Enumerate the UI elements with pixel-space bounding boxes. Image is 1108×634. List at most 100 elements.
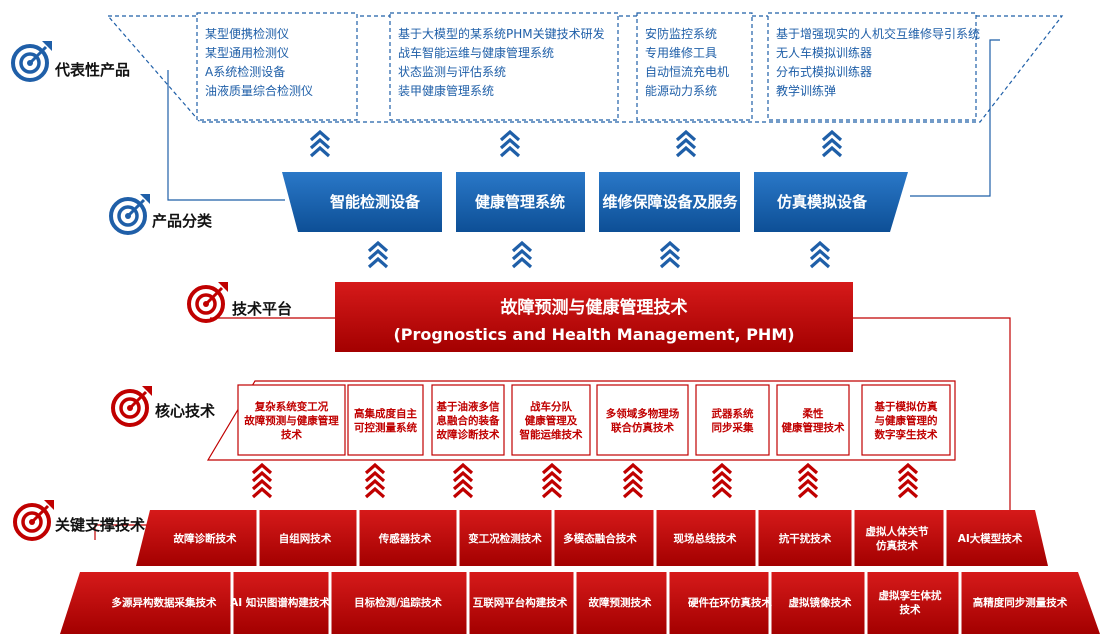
core-tech-label: 柔性 xyxy=(802,407,824,420)
category-label: 仿真模拟设备 xyxy=(777,193,868,211)
core-tech-label: 高集成度自主 xyxy=(354,407,417,420)
target-icon xyxy=(13,503,51,541)
core-tech-box xyxy=(511,384,591,456)
support-tech-label: 抗干扰技术 xyxy=(779,532,832,545)
up-arrow-icon xyxy=(452,486,474,499)
up-arrow-icon xyxy=(452,470,474,483)
support-tech-label: 虚拟镜像技术 xyxy=(789,596,852,609)
up-arrow-icon xyxy=(511,248,533,261)
core-tech-boxes: 复杂系统变工况故障预测与健康管理技术高集成度自主可控测量系统基于油液多信息融合的… xyxy=(237,384,951,456)
support-tech-label: 自组网技术 xyxy=(279,532,332,545)
core-tech-label: 联合仿真技术 xyxy=(611,421,674,434)
support-tech-label: 虚拟孪生体扰 xyxy=(879,589,942,602)
support-tech-label: 传感器技术 xyxy=(378,532,432,545)
up-arrow-icon xyxy=(309,129,331,142)
up-arrow-icon xyxy=(675,145,697,158)
core-tech-label: 战车分队 xyxy=(530,400,572,413)
core-tech-box xyxy=(695,384,770,456)
up-arrow-icon xyxy=(797,470,819,483)
up-arrow-icon xyxy=(821,145,843,158)
support-row2-band xyxy=(60,572,1100,634)
product-item: 分布式模拟训练器 xyxy=(776,64,872,79)
support-row1: 故障诊断技术自组网技术传感器技术变工况检测技术多模态融合技术现场总线技术抗干扰技… xyxy=(174,510,1023,566)
product-item: 教学训练弹 xyxy=(776,83,836,98)
product-item: 战车智能运维与健康管理系统 xyxy=(398,45,554,60)
core-tech-label: 基于模拟仿真 xyxy=(874,400,938,413)
up-arrow-icon xyxy=(897,478,919,491)
core-tech-label: 基于油液多信 xyxy=(436,400,500,413)
up-arrow-icon xyxy=(659,240,681,253)
up-arrow-icon xyxy=(499,145,521,158)
core-tech-label: 复杂系统变工况 xyxy=(254,400,329,413)
up-arrow-icon xyxy=(364,478,386,491)
product-item: 油液质量综合检测仪 xyxy=(205,83,313,98)
product-item: A系统检测设备 xyxy=(205,64,285,79)
core-tech-label: 健康管理技术 xyxy=(782,421,845,434)
core-tech-label: 同步采集 xyxy=(712,421,754,434)
product-box xyxy=(636,12,753,121)
up-arrow-icon xyxy=(367,240,389,253)
up-arrow-icon xyxy=(309,137,331,150)
product-item: 基于大模型的某系统PHM关键技术研发 xyxy=(398,26,605,41)
up-arrow-icon xyxy=(809,256,831,269)
up-arrow-icon xyxy=(711,470,733,483)
product-item: 无人车模拟训练器 xyxy=(776,45,872,60)
up-arrow-icon xyxy=(711,478,733,491)
product-box xyxy=(767,12,977,121)
core-tech-label: 与健康管理的 xyxy=(875,414,938,427)
core-tech-box xyxy=(776,384,850,456)
core-tech-box xyxy=(431,384,505,456)
product-item: 装甲健康管理系统 xyxy=(398,83,494,98)
up-arrow-icon xyxy=(622,486,644,499)
up-arrow-icon xyxy=(675,137,697,150)
core-tech-box xyxy=(861,384,951,456)
layer-icons xyxy=(11,41,228,541)
support-tech-label: 虚拟人体关节 xyxy=(866,525,929,538)
up-arrow-icon xyxy=(821,137,843,150)
up-arrow-icon xyxy=(251,486,273,499)
up-arrow-icon xyxy=(797,486,819,499)
core-tech-label: 可控测量系统 xyxy=(354,421,417,434)
connector-lines xyxy=(94,39,1011,560)
up-arrow-icon xyxy=(367,256,389,269)
support-tech-label: 故障预测技术 xyxy=(589,596,652,609)
product-item: 专用维修工具 xyxy=(645,45,717,60)
category-band xyxy=(282,172,908,232)
core-tech-box xyxy=(596,384,689,456)
target-icon xyxy=(11,44,49,82)
support-tech-label: 互联网平台构建技术 xyxy=(473,596,568,609)
up-arrow-icon xyxy=(897,486,919,499)
product-box xyxy=(389,12,619,121)
product-item: 某型通用检测仪 xyxy=(205,45,289,60)
arrows xyxy=(251,129,919,499)
up-arrow-icon xyxy=(511,256,533,269)
target-icon xyxy=(109,197,147,235)
up-arrow-icon xyxy=(809,248,831,261)
core-tech-label: 多领域多物理场 xyxy=(606,407,680,420)
platform-title: 故障预测与健康管理技术 xyxy=(501,297,688,318)
up-arrow-icon xyxy=(251,462,273,475)
up-arrow-icon xyxy=(797,478,819,491)
product-item: 某型便携检测仪 xyxy=(205,26,289,41)
up-arrow-icon xyxy=(809,240,831,253)
up-arrow-icon xyxy=(364,462,386,475)
up-arrow-icon xyxy=(821,129,843,142)
up-arrow-icon xyxy=(309,145,331,158)
support-tech-label: 目标检测/追踪技术 xyxy=(354,596,442,609)
up-arrow-icon xyxy=(364,470,386,483)
core-tech-label: 技术 xyxy=(281,428,302,441)
up-arrow-icon xyxy=(251,470,273,483)
layer-label-representative: 代表性产品 xyxy=(54,61,130,79)
up-arrow-icon xyxy=(897,470,919,483)
layer-label-core: 核心技术 xyxy=(155,402,215,420)
support-tech-label: 多模态融合技术 xyxy=(563,532,637,545)
support-tech-label: 仿真技术 xyxy=(876,539,918,552)
support-tech-label: AI大模型技术 xyxy=(958,532,1023,545)
product-item: 状态监测与评估系统 xyxy=(398,65,506,79)
layer-label-support: 关键支撑技术 xyxy=(55,516,145,534)
up-arrow-icon xyxy=(622,478,644,491)
up-arrow-icon xyxy=(541,470,563,483)
